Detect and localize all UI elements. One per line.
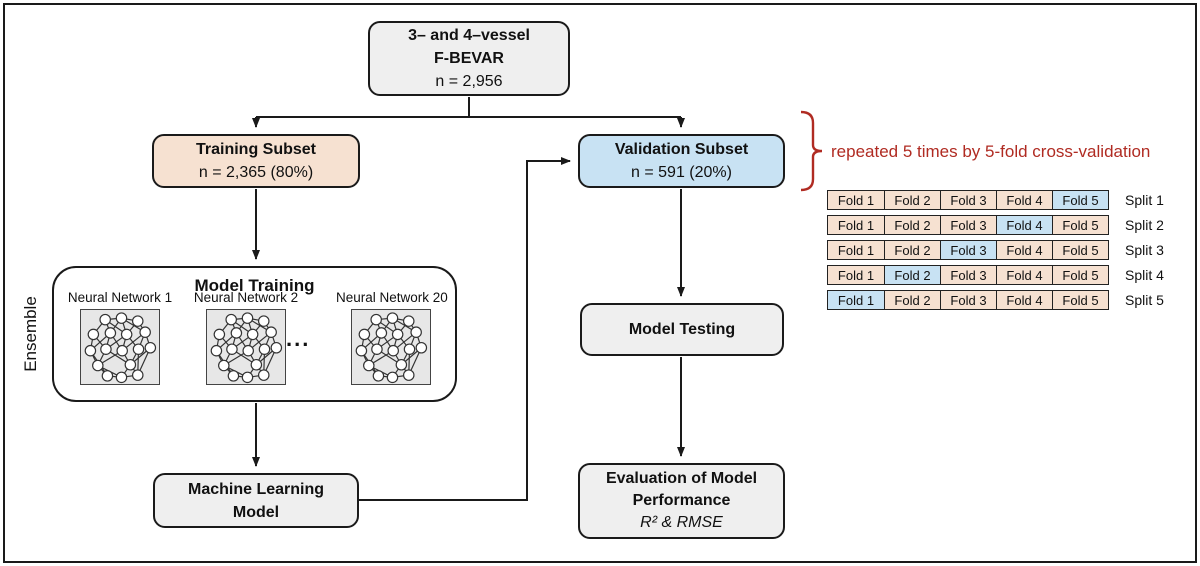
fold-cell: Fold 5 — [1052, 266, 1108, 284]
training-n: n = 2,365 (80%) — [198, 164, 314, 181]
fold-cell: Fold 2 — [884, 241, 940, 259]
training-title: Training Subset — [195, 141, 316, 158]
neural-network-20-icon — [351, 309, 431, 385]
neural-network-2-label: Neural Network 2 — [193, 290, 299, 305]
neural-network-1-label: Neural Network 1 — [67, 290, 173, 305]
fold-cell: Fold 1 — [828, 266, 884, 284]
node-evaluation: Evaluation of Model Performance R² & RMS… — [578, 463, 785, 539]
validation-title: Validation Subset — [614, 141, 749, 158]
neural-network-20-label: Neural Network 20 — [336, 290, 448, 305]
node-validation-subset: Validation Subset n = 591 (20%) — [578, 134, 785, 188]
neural-network-20-unit: Neural Network 20 — [336, 290, 448, 390]
split-branch-line — [256, 97, 681, 118]
cv-row-split-3: Fold 1 Fold 2 Fold 3 Fold 4 Fold 5 Split… — [827, 240, 1164, 260]
validation-n: n = 591 (20%) — [631, 164, 732, 181]
fold-cell: Fold 4 — [996, 191, 1052, 209]
split-label: Split 5 — [1125, 292, 1164, 308]
neural-network-2-icon — [206, 309, 286, 385]
fold-cell: Fold 1 — [828, 191, 884, 209]
fold-cell: Fold 1 — [828, 241, 884, 259]
node-model-testing: Model Testing — [580, 303, 784, 356]
cv-row-split-5: Fold 1 Fold 2 Fold 3 Fold 4 Fold 5 Split… — [827, 290, 1164, 310]
cross-validation-brace — [800, 110, 823, 192]
evaluation-line2: Performance — [632, 492, 731, 509]
ml-model-line1: Machine Learning — [187, 480, 325, 498]
cross-validation-table: Fold 1 Fold 2 Fold 3 Fold 4 Fold 5 Split… — [827, 190, 1164, 310]
fold-cell: Fold 4 — [996, 216, 1052, 234]
node-fbevar-cohort: 3– and 4–vessel F-BEVAR n = 2,956 — [368, 21, 570, 96]
ellipsis-icon: ... — [286, 326, 311, 351]
fold-cell: Fold 2 — [884, 216, 940, 234]
fold-cell: Fold 4 — [996, 291, 1052, 309]
cv-row-split-4: Fold 1 Fold 2 Fold 3 Fold 4 Fold 5 Split… — [827, 265, 1164, 285]
ml-model-line2: Model — [232, 503, 280, 521]
model-training-title: Model Training — [194, 276, 315, 295]
cross-validation-annotation: repeated 5 times by 5-fold cross-validat… — [831, 142, 1151, 161]
model-testing-title: Model Testing — [628, 321, 736, 338]
node-training-subset: Training Subset n = 2,365 (80%) — [152, 134, 360, 188]
cv-row-split-1: Fold 1 Fold 2 Fold 3 Fold 4 Fold 5 Split… — [827, 190, 1164, 210]
evaluation-line1: Evaluation of Model — [605, 470, 758, 487]
fold-cell: Fold 3 — [940, 291, 996, 309]
split-label: Split 3 — [1125, 242, 1164, 258]
fold-cell: Fold 3 — [940, 266, 996, 284]
fold-cell: Fold 5 — [1052, 191, 1108, 209]
fold-cell: Fold 2 — [884, 266, 940, 284]
fold-cell: Fold 5 — [1052, 216, 1108, 234]
evaluation-metrics: R² & RMSE — [640, 514, 723, 531]
node-ml-model: Machine Learning Model — [153, 473, 359, 528]
fold-cell: Fold 1 — [828, 216, 884, 234]
fold-cell: Fold 3 — [940, 191, 996, 209]
fold-cell: Fold 5 — [1052, 291, 1108, 309]
fold-cell: Fold 1 — [828, 291, 884, 309]
ensemble-label: Ensemble — [21, 296, 40, 372]
split-label: Split 4 — [1125, 267, 1164, 283]
fold-cell: Fold 4 — [996, 266, 1052, 284]
fold-cell: Fold 4 — [996, 241, 1052, 259]
cv-row-split-2: Fold 1 Fold 2 Fold 3 Fold 4 Fold 5 Split… — [827, 215, 1164, 235]
split-label: Split 1 — [1125, 192, 1164, 208]
neural-network-1-unit: Neural Network 1 — [65, 290, 175, 390]
neural-network-1-icon — [80, 309, 160, 385]
fbevar-line1: 3– and 4–vessel — [408, 27, 530, 44]
fbevar-n: n = 2,956 — [435, 73, 503, 90]
fold-cell: Fold 3 — [940, 216, 996, 234]
fold-cell: Fold 2 — [884, 291, 940, 309]
fold-cell: Fold 2 — [884, 191, 940, 209]
split-label: Split 2 — [1125, 217, 1164, 233]
fold-cell: Fold 3 — [940, 241, 996, 259]
fbevar-line2: F-BEVAR — [434, 50, 504, 67]
fold-cell: Fold 5 — [1052, 241, 1108, 259]
neural-network-2-unit: Neural Network 2 — [191, 290, 301, 390]
